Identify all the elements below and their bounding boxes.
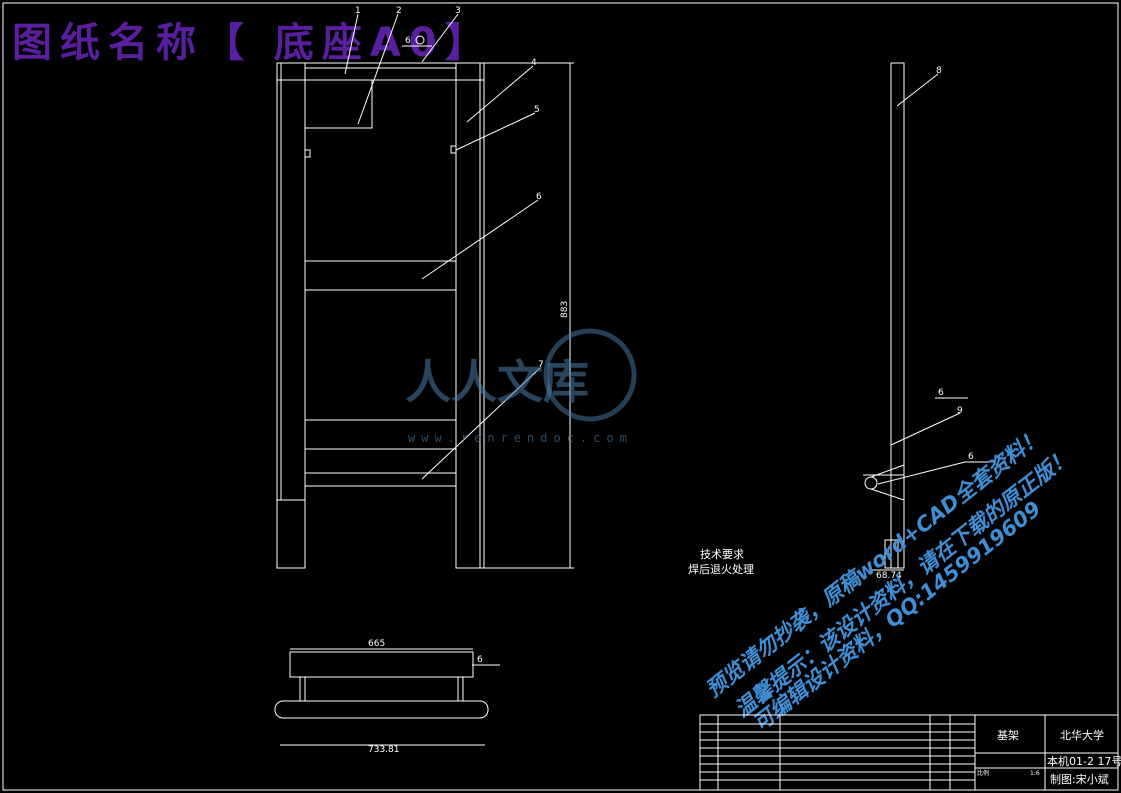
part-number-2: 2 [396, 6, 402, 16]
title-block-part-name: 基架 [997, 729, 1019, 742]
front-view: 883 1 2 3 4 5 6 7 6 [276, 6, 574, 569]
bottom-width-dimension: 733.81 [368, 745, 400, 755]
watermark-url: www.renrendoc.com [408, 431, 633, 445]
title-block-scale-label: 比例 [977, 769, 989, 777]
part-number-5: 5 [534, 105, 540, 115]
notes-title: 技术要求 [700, 548, 744, 561]
top-width-dimension: 665 [368, 639, 385, 649]
part-number-8: 8 [936, 66, 942, 76]
weld-symbol-side-1: 6 [938, 388, 944, 398]
side-post [890, 62, 905, 569]
watermark-line-2: 温馨提示：该设计资料，请在下载的原正版！ [730, 444, 1076, 721]
bottom-view: 665 733.81 6 [274, 639, 500, 755]
title-block-school: 北华大学 [1060, 728, 1104, 742]
weld-symbol-top: 6 [405, 36, 411, 46]
part-number-3: 3 [455, 6, 461, 16]
notes-body: 焊后退火处理 [688, 562, 754, 576]
side-view: 68.74 8 9 6 6 [863, 62, 995, 581]
top-bracket [304, 79, 373, 129]
part-number-9: 9 [957, 406, 963, 416]
side-bottom-dimension: 68.74 [876, 571, 902, 581]
lower-crossbar [304, 419, 457, 450]
title-block-class-code: 本机01-2 17号 [1047, 754, 1121, 768]
watermark-logo-ring [543, 328, 637, 422]
middle-crossbar [304, 260, 457, 291]
drawing-title: 图纸名称【 底座A0】 [12, 20, 493, 66]
left-foot [276, 499, 306, 569]
title-block-drawn-by: 制图:宋小斌 [1050, 772, 1109, 786]
weld-symbol-bottom: 6 [477, 655, 483, 665]
title-block: 基架 北华大学 本机01-2 17号 制图:宋小斌 比例 1:6 [699, 714, 1121, 791]
part-number-1: 1 [355, 6, 361, 16]
bottom-plate [289, 651, 474, 678]
bottom-crossbar [304, 472, 457, 487]
part-number-4: 4 [531, 58, 537, 68]
part-number-7: 7 [538, 360, 544, 370]
part-number-6: 6 [536, 192, 542, 202]
title-block-scale-value: 1:6 [1030, 770, 1040, 777]
height-dimension: 883 [560, 301, 570, 318]
weld-symbol-side-2: 6 [968, 452, 974, 462]
bottom-foot-rail [274, 700, 489, 719]
watermark-logo-text: 人人文库 [405, 355, 589, 409]
